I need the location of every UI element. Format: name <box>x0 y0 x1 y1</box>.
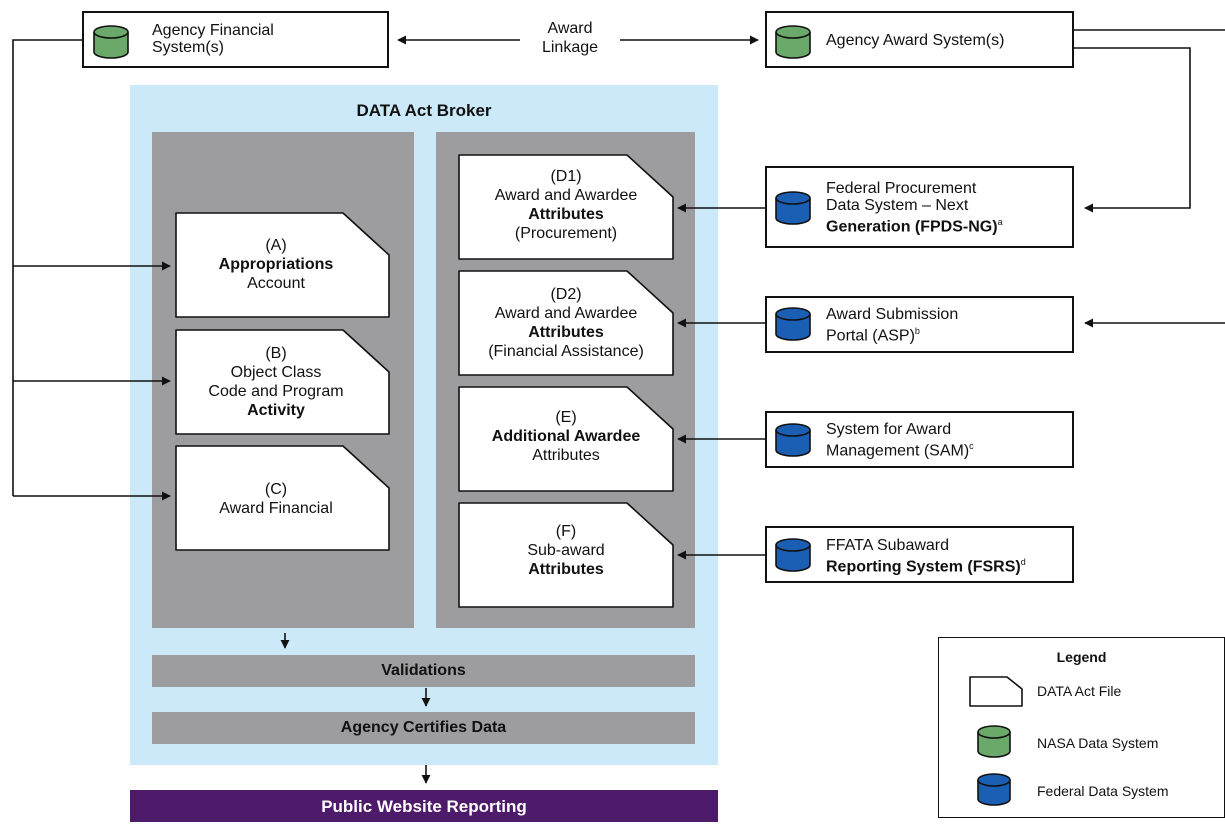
file-f-shape <box>458 502 674 608</box>
broker-title: DATA Act Broker <box>356 101 492 120</box>
fsrs-system-box <box>765 526 1074 583</box>
federal-database-icon <box>775 538 811 572</box>
certifies-label: Agency Certifies Data <box>340 719 507 736</box>
fpds-system-label: Federal Procurement Data System – Next G… <box>826 180 1003 236</box>
financial-connector <box>12 39 171 501</box>
agency-award-system-label: Agency Award System(s) <box>826 32 1005 49</box>
federal-database-icon <box>775 191 811 225</box>
file-b-label: (B) Object Class Code and Program Activi… <box>208 345 344 419</box>
agency-financial-system-label: Agency Financial System(s) <box>152 22 274 56</box>
legend-file-label: DATA Act File <box>1037 683 1122 699</box>
file-a-shape <box>175 212 390 318</box>
nasa-database-icon <box>93 25 129 59</box>
file-c-label: (C) Award Financial <box>219 481 333 517</box>
sam-system-box <box>765 411 1074 468</box>
award-linkage-label: Award Linkage <box>520 19 620 57</box>
legend-federal-label: Federal Data System <box>1037 783 1169 799</box>
sam-system-label: System for Award Management (SAM)c <box>826 421 974 460</box>
legend-file-icon <box>969 676 1023 707</box>
file-c-shape <box>175 445 390 551</box>
legend-nasa-label: NASA Data System <box>1037 735 1159 751</box>
legend-title: Legend <box>1056 649 1107 665</box>
federal-database-icon <box>775 423 811 457</box>
agency-certifies-bar: Agency Certifies Data <box>152 712 695 744</box>
file-d2-label: (D2) Award and Awardee Attributes (Finan… <box>488 286 644 360</box>
file-b-shape <box>175 329 390 435</box>
file-d2-shape <box>458 270 674 376</box>
award-system-connector <box>1074 29 1225 328</box>
public-label: Public Website Reporting <box>321 797 527 816</box>
file-d1-label: (D1) Award and Awardee Attributes (Procu… <box>494 168 638 242</box>
fsrs-system-label: FFATA Subaward Reporting System (FSRS)d <box>826 537 1026 576</box>
validations-label: Validations <box>381 662 466 679</box>
agency-financial-system-box <box>82 11 389 68</box>
nasa-database-icon <box>775 25 811 59</box>
file-e-shape <box>458 386 674 492</box>
asp-system-label: Award Submission Portal (ASP)b <box>826 306 959 345</box>
file-e-label: (E) Additional Awardee Attributes <box>491 409 641 464</box>
award-linkage-line: Award <box>547 20 593 37</box>
legend-federal-database-icon <box>977 773 1011 806</box>
validations-bar: Validations <box>152 655 695 687</box>
public-website-reporting-bar: Public Website Reporting <box>130 790 718 822</box>
agency-award-system-box <box>765 11 1074 68</box>
file-f-label: (F) Sub-award Attributes <box>527 523 605 578</box>
award-linkage-line: Linkage <box>541 39 599 56</box>
flow-arrows <box>280 633 431 784</box>
federal-to-file-arrows <box>677 203 765 560</box>
fpds-system-box <box>765 166 1074 248</box>
file-a-label: (A) Appropriations Account <box>218 237 334 292</box>
legend-nasa-database-icon <box>977 725 1011 758</box>
federal-database-icon <box>775 307 811 341</box>
file-d1-shape <box>458 154 674 260</box>
asp-system-box <box>765 296 1074 353</box>
